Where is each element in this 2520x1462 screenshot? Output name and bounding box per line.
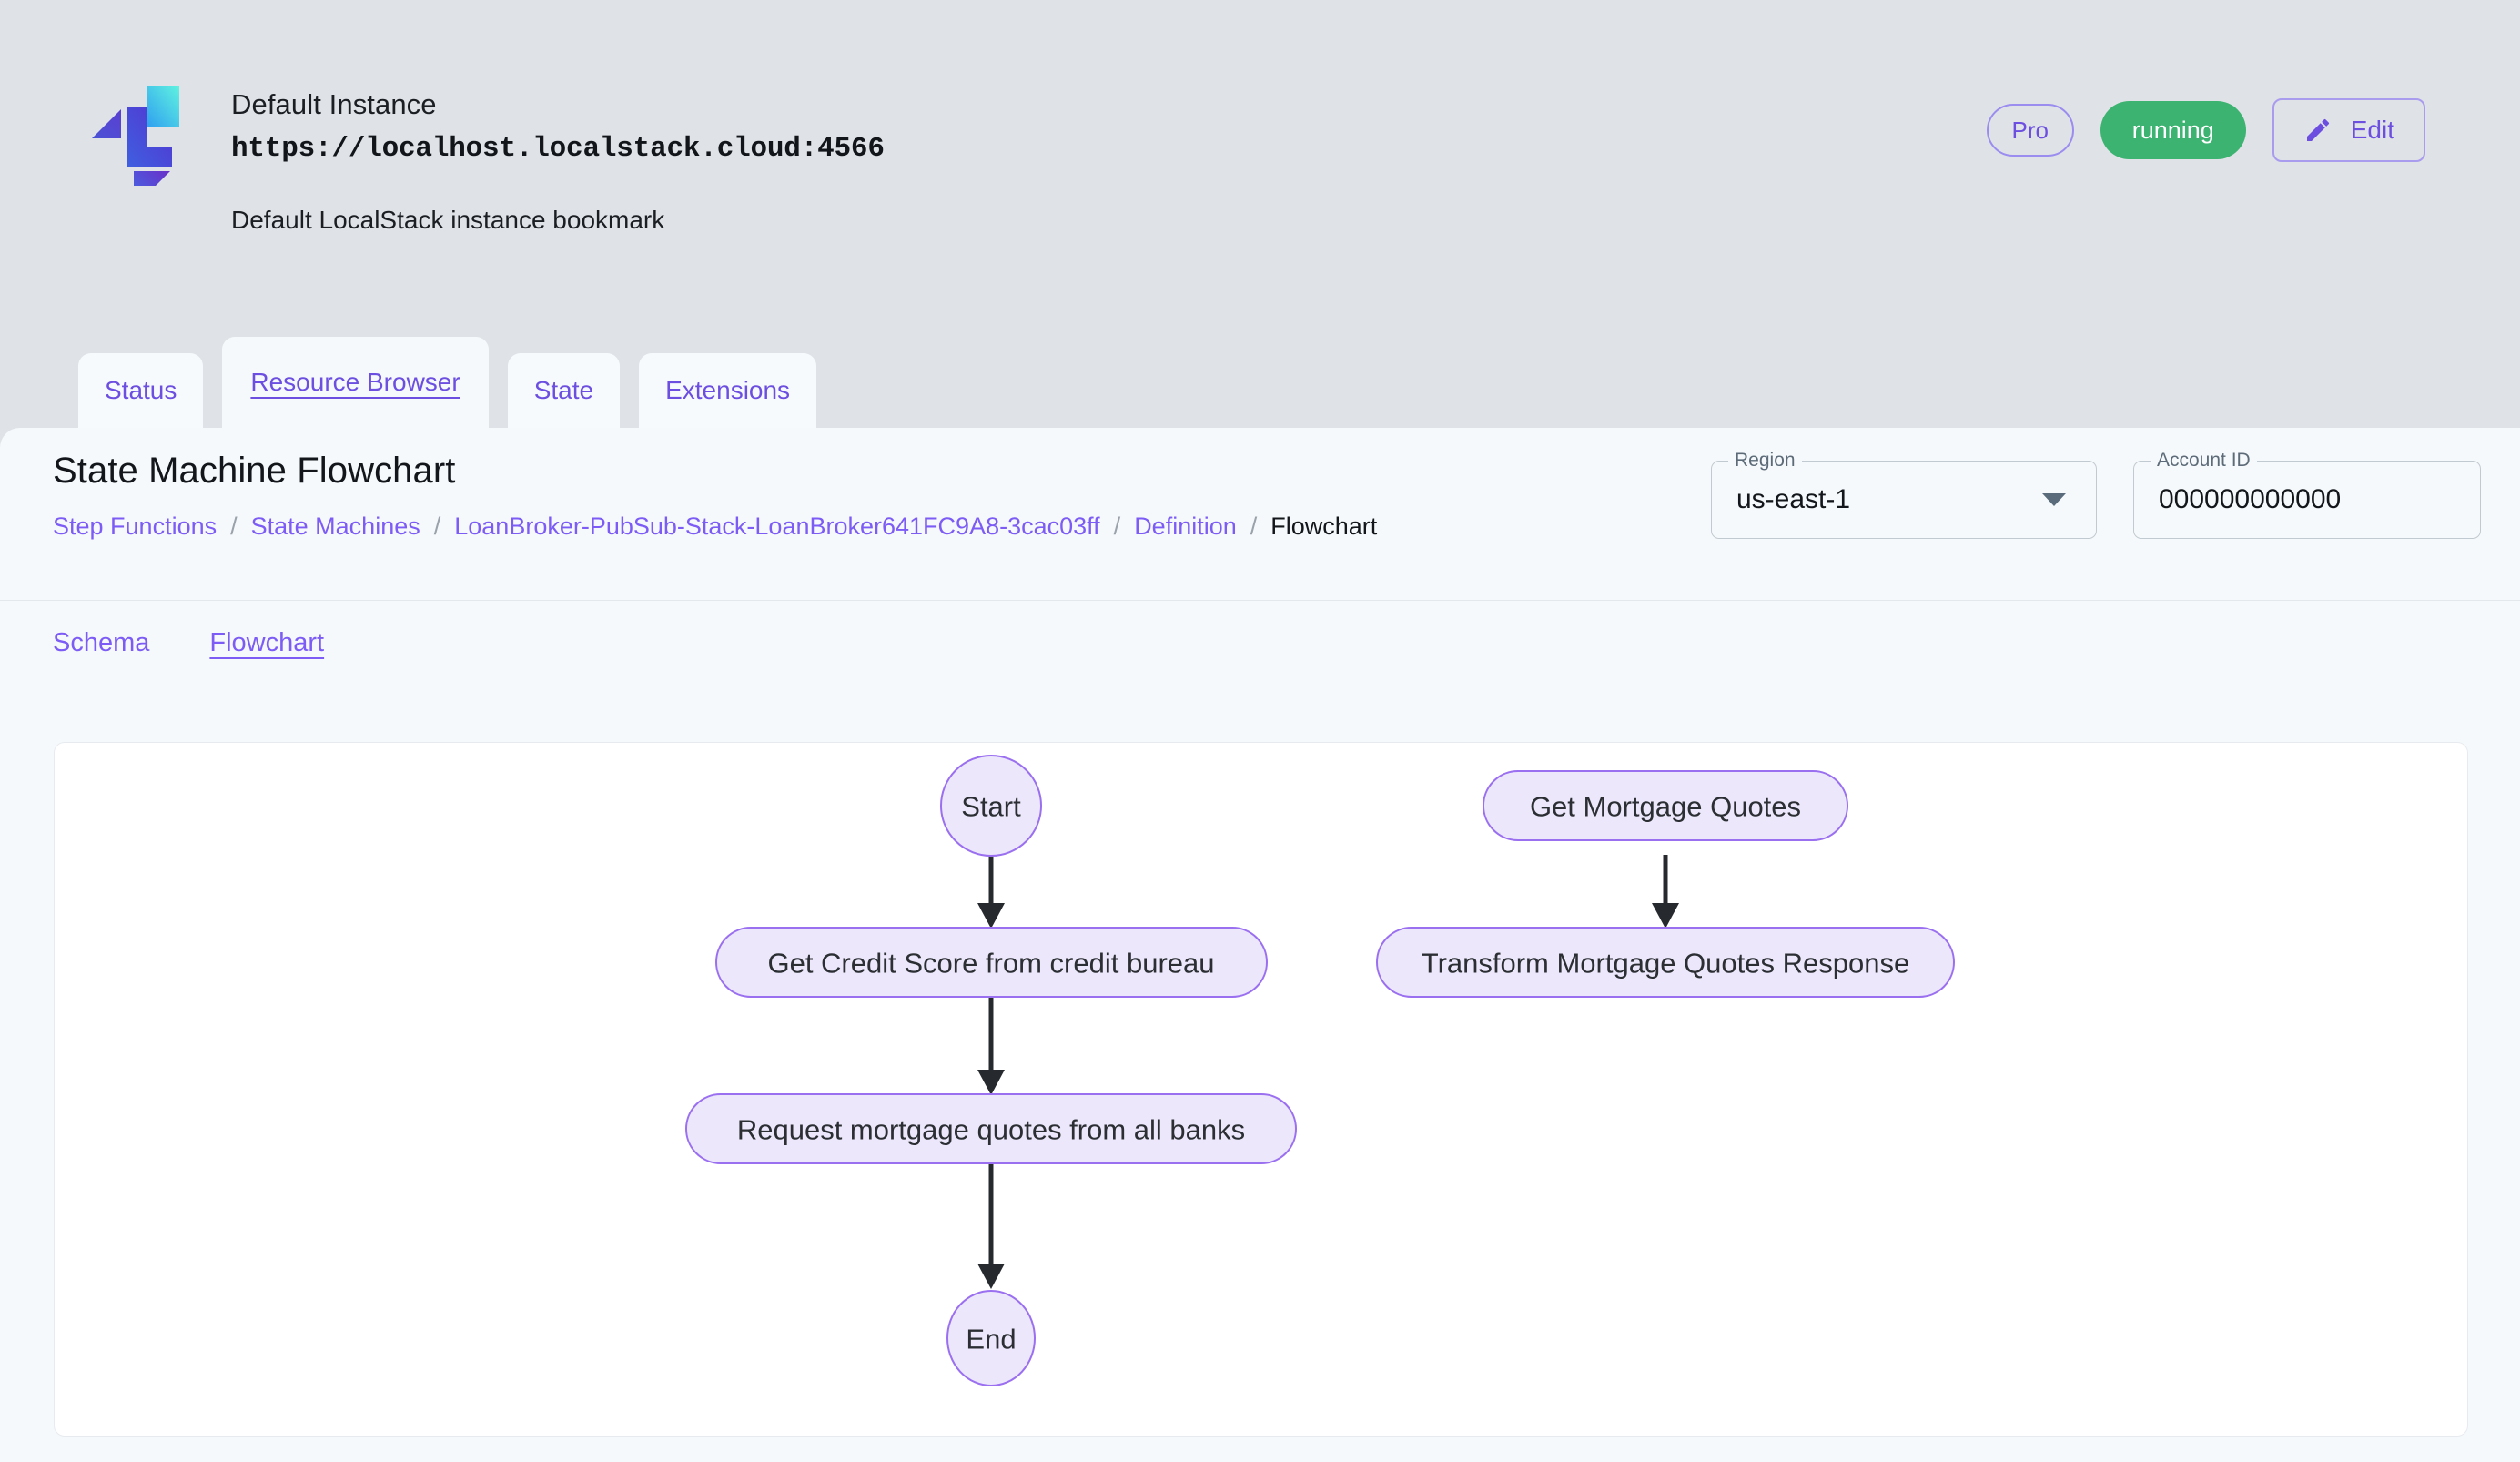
arrowhead	[977, 1070, 1005, 1095]
instance-description: Default LocalStack instance bookmark	[231, 205, 665, 234]
breadcrumb-separator: /	[1250, 513, 1258, 540]
flowchart-node-credit-label: Get Credit Score from credit bureau	[767, 948, 1214, 980]
localstack-logo-icon	[86, 84, 185, 186]
arrowhead	[1652, 903, 1679, 929]
breadcrumb-item-state-machines[interactable]: State Machines	[250, 513, 420, 540]
region-select[interactable]: Region us-east-1	[1711, 451, 2097, 539]
arrowhead	[977, 903, 1005, 929]
instance-endpoint: https://localhost.localstack.cloud:4566	[231, 132, 885, 165]
flowchart-node-request-label: Request mortgage quotes from all banks	[737, 1114, 1245, 1146]
tab-state[interactable]: State	[507, 353, 621, 428]
flowchart-node-request[interactable]: Request mortgage quotes from all banks	[685, 1093, 1297, 1164]
pencil-icon	[2303, 116, 2333, 145]
flowchart-node-getquotes-label: Get Mortgage Quotes	[1530, 791, 1801, 823]
breadcrumb-item-step-functions[interactable]: Step Functions	[53, 513, 218, 540]
account-id-field[interactable]: Account ID 000000000000	[2133, 451, 2481, 539]
arrowhead	[977, 1264, 1005, 1289]
subtab-schema[interactable]: Schema	[53, 627, 150, 657]
breadcrumb-separator: /	[230, 513, 238, 540]
flowchart-node-end[interactable]: End	[946, 1290, 1036, 1386]
chevron-down-icon	[2042, 493, 2066, 506]
tab-state-label: State	[533, 376, 594, 404]
breadcrumb-item-definition[interactable]: Definition	[1134, 513, 1237, 540]
primary-tabs: Status Resource Browser State Extensions	[78, 337, 817, 428]
account-id-label: Account ID	[2151, 451, 2257, 470]
breadcrumb-item-flowchart: Flowchart	[1270, 513, 1378, 540]
meta-fields: Region us-east-1 Account ID 000000000000	[1711, 451, 2481, 539]
page-title: State Machine Flowchart	[53, 451, 456, 491]
pro-badge[interactable]: Pro	[1986, 104, 2074, 157]
content-panel: State Machine Flowchart Step Functions /…	[0, 428, 2520, 1462]
instance-name: Default Instance	[231, 88, 437, 120]
flowchart-node-transform[interactable]: Transform Mortgage Quotes Response	[1376, 927, 1955, 998]
tab-extensions-label: Extensions	[665, 376, 791, 404]
flowchart-node-credit[interactable]: Get Credit Score from credit bureau	[715, 927, 1268, 998]
breadcrumb-item-state-machine-name[interactable]: LoanBroker-PubSub-Stack-LoanBroker641FC9…	[454, 513, 1100, 540]
header-actions: Pro running Edit	[1986, 98, 2425, 162]
region-value: us-east-1	[1736, 484, 1851, 514]
tab-resource-browser-label: Resource Browser	[250, 368, 460, 396]
flowchart-node-end-label: End	[966, 1324, 1016, 1355]
status-badge: running	[2100, 101, 2246, 159]
flowchart-card: Start Get Credit Score from credit burea…	[54, 742, 2468, 1437]
breadcrumb: Step Functions / State Machines / LoanBr…	[53, 513, 1377, 541]
tab-status-label: Status	[105, 376, 177, 404]
flowchart-node-start-label: Start	[961, 791, 1021, 823]
flowchart-edges	[977, 855, 1679, 1289]
account-id-value: 000000000000	[2159, 484, 2342, 514]
flowchart-canvas[interactable]: Start Get Credit Score from credit burea…	[55, 743, 2468, 1437]
title-block: State Machine Flowchart Step Functions /…	[0, 428, 2520, 601]
subtab-flowchart[interactable]: Flowchart	[209, 627, 325, 657]
edit-button-label: Edit	[2350, 116, 2394, 144]
region-label: Region	[1728, 451, 1802, 470]
instance-summary: Default Instance https://localhost.local…	[86, 82, 885, 235]
instance-header: Default Instance https://localhost.local…	[0, 0, 2520, 428]
flowchart-node-start[interactable]: Start	[940, 755, 1042, 857]
edit-button[interactable]: Edit	[2272, 98, 2425, 162]
tab-extensions[interactable]: Extensions	[639, 353, 817, 428]
breadcrumb-separator: /	[1113, 513, 1121, 540]
sub-tabs: Schema Flowchart	[0, 601, 2520, 685]
flowchart-node-getquotes[interactable]: Get Mortgage Quotes	[1483, 770, 1848, 841]
instance-text-block: Default Instance https://localhost.local…	[231, 87, 885, 235]
tab-status[interactable]: Status	[78, 353, 204, 428]
breadcrumb-separator: /	[433, 513, 441, 540]
tab-resource-browser[interactable]: Resource Browser	[222, 337, 489, 428]
flowchart-node-transform-label: Transform Mortgage Quotes Response	[1422, 948, 1909, 980]
